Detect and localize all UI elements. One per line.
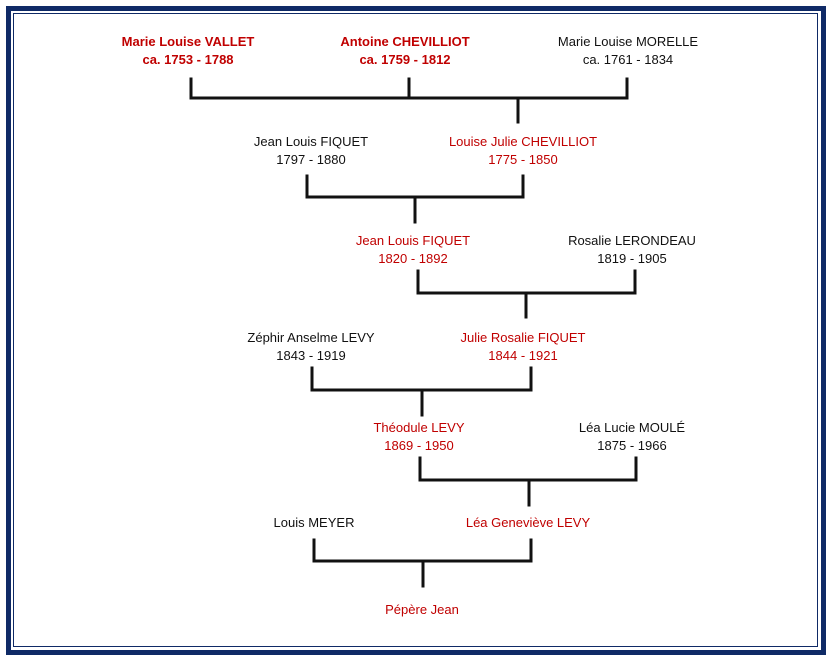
person-name: Zéphir Anselme LEVY	[247, 330, 375, 345]
person-lea-genevieve-levy: Léa Geneviève LEVY	[466, 514, 590, 532]
person-dates: 1869 - 1950	[384, 438, 454, 453]
person-name: Léa Geneviève LEVY	[465, 515, 591, 530]
person-zephir-anselme-levy: Zéphir Anselme LEVY 1843 - 1919	[247, 329, 374, 365]
bracket-gen4	[310, 366, 533, 417]
bracket-gen2	[305, 174, 525, 224]
person-name: Théodule LEVY	[373, 420, 465, 435]
person-dates: 1843 - 1919	[276, 348, 346, 363]
person-dates: ca. 1759 - 1812	[359, 52, 451, 67]
person-dates: 1775 - 1850	[488, 152, 558, 167]
person-name: Antoine CHEVILLIOT	[340, 34, 470, 49]
bracket-gen1	[189, 77, 629, 124]
person-rosalie-lerondeau: Rosalie LERONDEAU 1819 - 1905	[568, 232, 696, 268]
person-name: Julie Rosalie FIQUET	[460, 330, 586, 345]
person-dates: 1820 - 1892	[378, 251, 448, 266]
person-louis-meyer: Louis MEYER	[274, 514, 355, 532]
bracket-gen3	[416, 269, 637, 319]
person-name: Léa Lucie MOULÉ	[578, 420, 686, 435]
person-pepere-jean: Pépère Jean	[385, 601, 459, 619]
person-theodule-levy: Théodule LEVY 1869 - 1950	[373, 419, 464, 455]
person-name: Marie Louise MORELLE	[557, 34, 699, 49]
person-dates: 1819 - 1905	[597, 251, 667, 266]
person-name: Marie Louise VALLET	[121, 34, 255, 49]
bracket-gen5	[418, 456, 638, 507]
person-dates: ca. 1753 - 1788	[142, 52, 234, 67]
person-julie-rosalie-fiquet: Julie Rosalie FIQUET 1844 - 1921	[461, 329, 586, 365]
bracket-gen6	[312, 538, 533, 588]
person-name: Jean Louis FIQUET	[253, 134, 369, 149]
person-marie-louise-morelle: Marie Louise MORELLE ca. 1761 - 1834	[558, 33, 698, 69]
person-marie-louise-vallet: Marie Louise VALLET ca. 1753 - 1788	[122, 33, 255, 69]
person-dates: ca. 1761 - 1834	[582, 52, 674, 67]
person-antoine-chevilliot: Antoine CHEVILLIOT ca. 1759 - 1812	[340, 33, 469, 69]
person-name: Louise Julie CHEVILLIOT	[448, 134, 598, 149]
person-jean-louis-fiquet-1797: Jean Louis FIQUET 1797 - 1880	[254, 133, 368, 169]
person-name: Pépère Jean	[385, 602, 459, 617]
inner-border	[13, 13, 818, 647]
person-jean-louis-fiquet-1820: Jean Louis FIQUET 1820 - 1892	[356, 232, 470, 268]
person-name: Jean Louis FIQUET	[355, 233, 471, 248]
person-dates: 1797 - 1880	[276, 152, 346, 167]
person-name: Louis MEYER	[273, 515, 355, 530]
person-dates: 1875 - 1966	[597, 438, 667, 453]
person-dates: 1844 - 1921	[488, 348, 558, 363]
person-lea-lucie-moule: Léa Lucie MOULÉ 1875 - 1966	[579, 419, 685, 455]
person-name: Rosalie LERONDEAU	[568, 233, 696, 248]
person-louise-julie-chevilliot: Louise Julie CHEVILLIOT 1775 - 1850	[449, 133, 597, 169]
outer-border	[6, 6, 826, 655]
